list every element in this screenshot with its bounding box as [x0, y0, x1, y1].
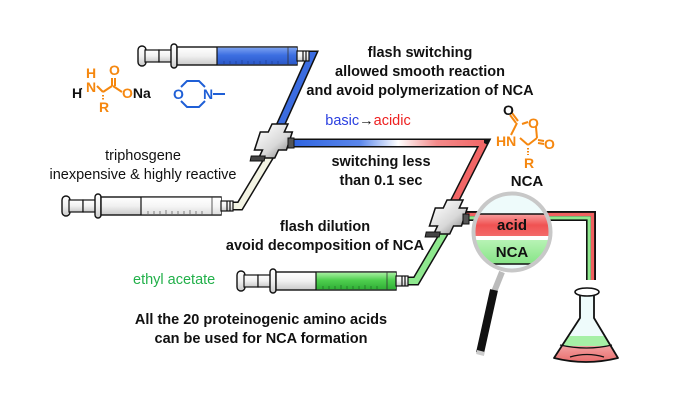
triphosgene-line-2: inexpensive & highly reactive: [49, 167, 237, 183]
magnifier-acid-label: acid: [496, 217, 528, 234]
syringe-amino-acid-base[interactable]: [137, 43, 310, 69]
scope-line-2: can be used for NCA formation: [154, 331, 368, 347]
flash-dilution-line-2: avoid decomposition of NCA: [225, 238, 425, 254]
nca-r: R: [524, 155, 535, 171]
triphosgene-text: triphosgene inexpensive & highly reactiv…: [50, 147, 237, 185]
syringe-triphosgene[interactable]: [61, 193, 234, 219]
flash-switching-line-3: and avoid polymerization of NCA: [306, 83, 534, 99]
aa-na: Na: [132, 85, 151, 101]
aa-h-left: H: [72, 85, 83, 101]
flash-switching-line-1: flash switching: [367, 45, 473, 61]
switching-time-line-2: than 0.1 sec: [339, 173, 423, 189]
nca-o-exo1: O: [503, 102, 514, 118]
basic-to-acidic-label: basic→acidic: [325, 112, 410, 131]
flash-dilution-line-1: flash dilution: [279, 219, 371, 235]
nca-o-exo2: O: [544, 136, 555, 152]
n-methylmorpholine-structure: [180, 80, 225, 108]
nmm-n: N: [203, 86, 214, 102]
syringe-ethyl-acetate[interactable]: [236, 268, 409, 294]
nca-hn: HN: [496, 133, 517, 149]
t-mixer-2: [424, 199, 470, 238]
scope-text: All the 20 proteinogenic amino acids can…: [135, 311, 387, 349]
flash-switching-text: flash switching allowed smooth reaction …: [306, 44, 533, 101]
flash-switching-line-2: allowed smooth reaction: [335, 64, 505, 80]
nca-structure: [509, 112, 545, 155]
nca-caption: NCA: [510, 173, 544, 190]
nmm-o: O: [173, 86, 184, 102]
aa-r: R: [99, 99, 110, 115]
acidic-label: acidic: [373, 113, 411, 129]
switching-time-line-1: switching less: [331, 154, 431, 170]
aa-ona: ONa: [122, 84, 151, 103]
flash-dilution-text: flash dilution avoid decomposition of NC…: [226, 218, 424, 256]
basic-label: basic: [325, 113, 360, 129]
triphosgene-line-1: triphosgene: [105, 148, 181, 164]
switching-time-text: switching less than 0.1 sec: [331, 153, 430, 191]
magnifier-icon: [471, 191, 553, 356]
amino-acid-salt-structure: [96, 78, 123, 100]
t-mixer-1: [249, 123, 295, 162]
acid-layer: [474, 214, 550, 236]
aa-o: O: [122, 85, 133, 101]
collection-flask-icon: [553, 287, 619, 363]
tube-mixing: [290, 138, 492, 211]
nca-o-ring: O: [528, 115, 539, 131]
aa-h-top: H: [86, 65, 97, 81]
magnifier-nca-label: NCA: [495, 244, 529, 261]
ethyl-acetate-label: ethyl acetate: [133, 272, 216, 288]
aa-n: N: [86, 79, 97, 95]
aa-o-top: O: [109, 62, 120, 78]
aa-h-dot: ·: [80, 84, 84, 95]
arrow-label: →: [359, 113, 374, 129]
scope-line-1: All the 20 proteinogenic amino acids: [134, 312, 388, 328]
